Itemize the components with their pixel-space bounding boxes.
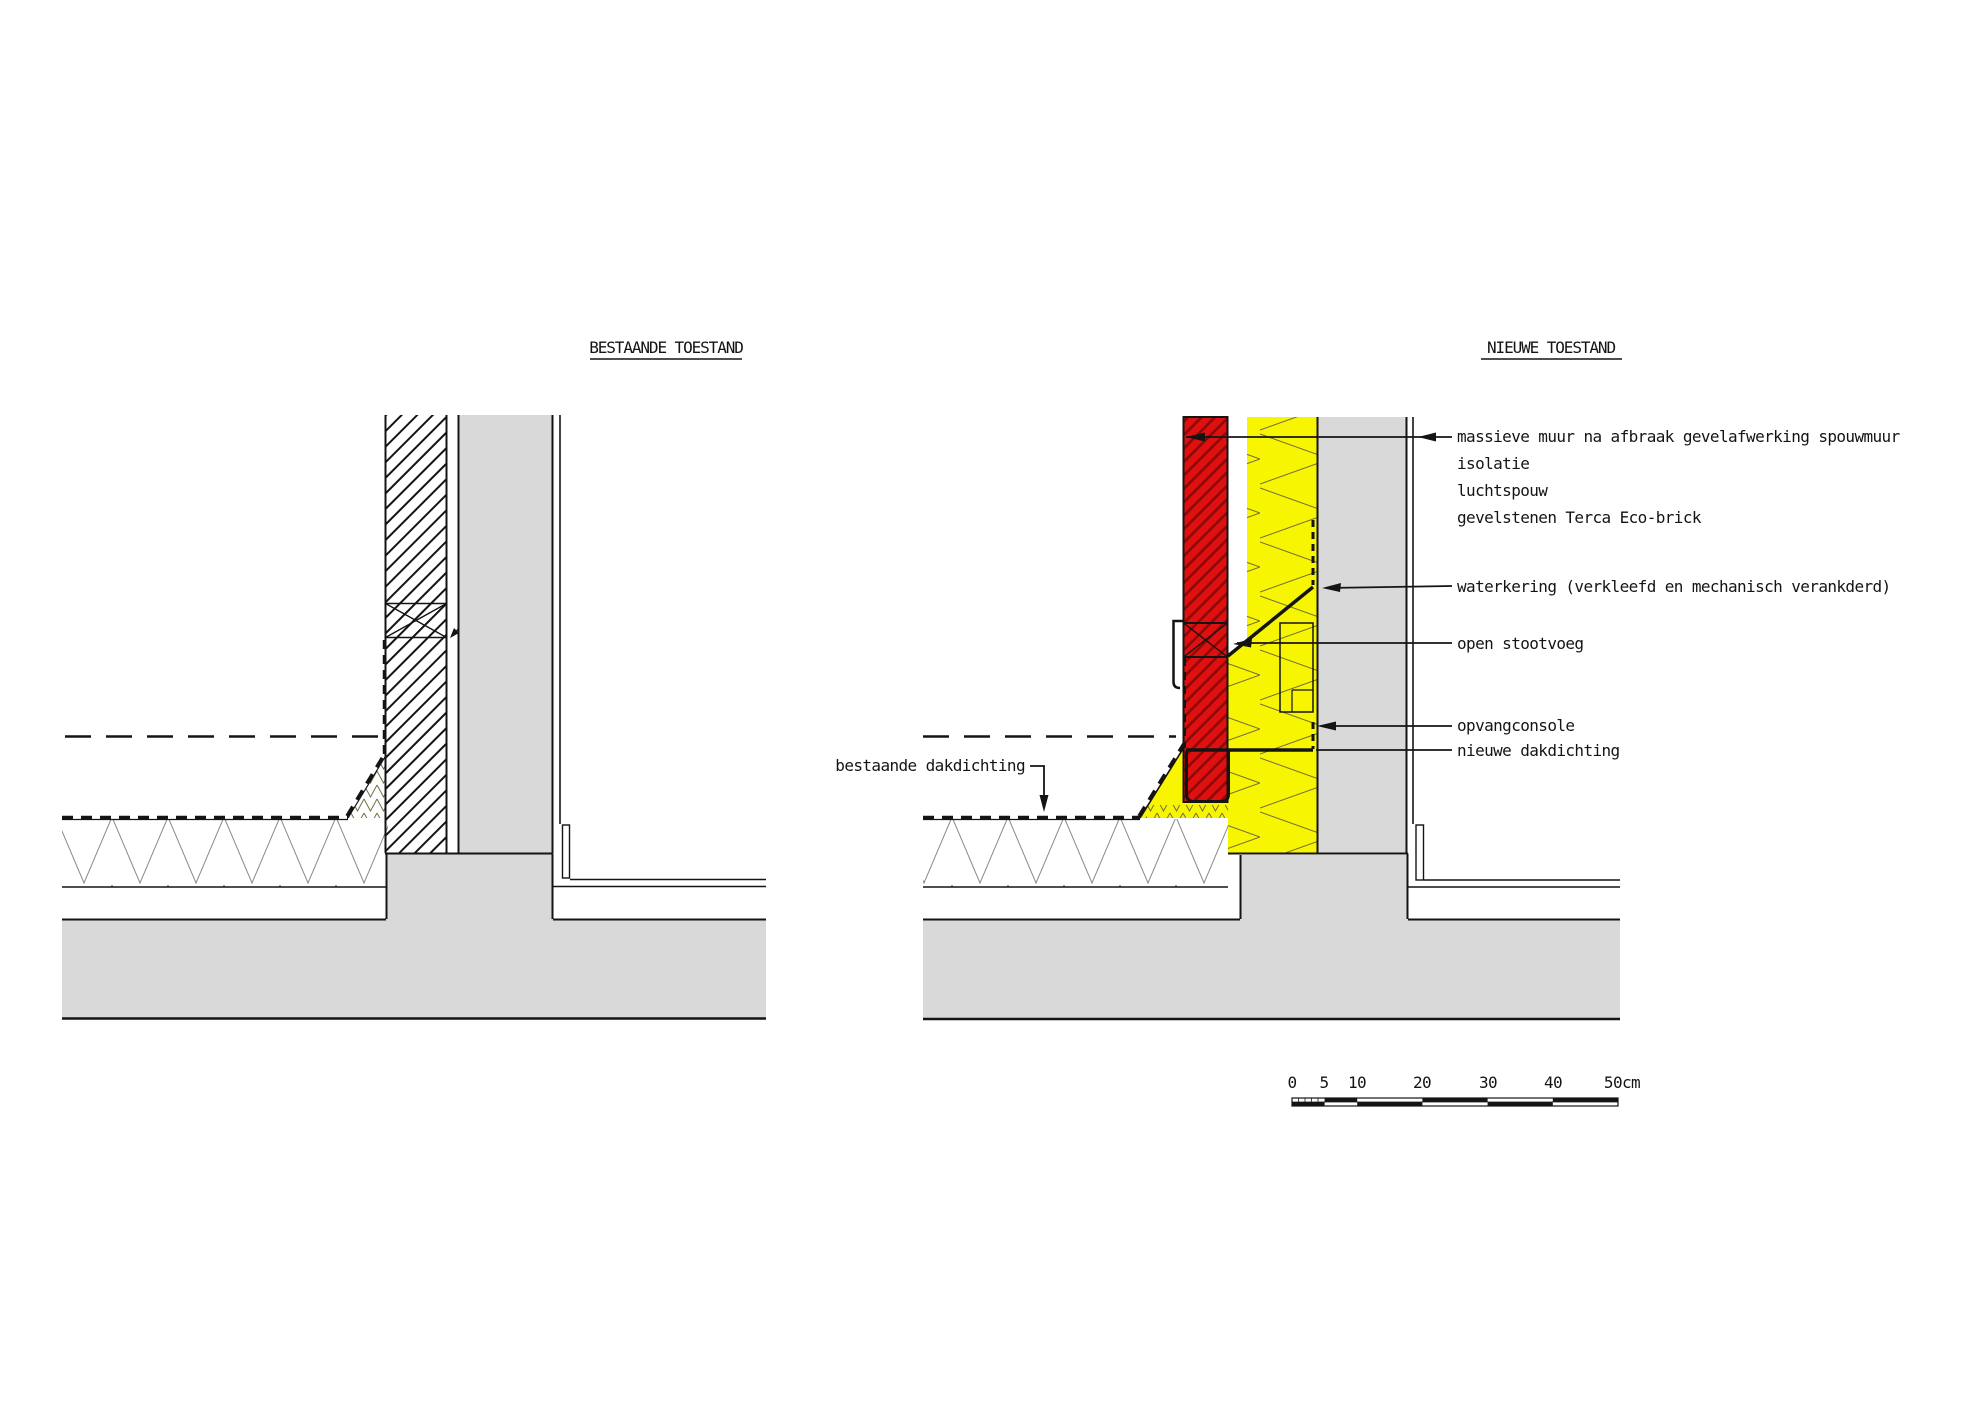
label-nieuwe-dakdichting: nieuwe dakdichting <box>1457 741 1620 760</box>
right-title: NIEUWE TOESTAND <box>1487 338 1615 357</box>
label-waterkering: waterkering (verkleefd en mechanisch ver… <box>1457 577 1891 596</box>
massive-inner-wall <box>1317 417 1407 853</box>
existing-facade-wall <box>385 415 447 853</box>
label-open-stootvoeg: open stootvoeg <box>1457 634 1583 653</box>
wedge-slope-line <box>347 756 386 819</box>
insulation-wedge-hatch <box>1146 805 1228 818</box>
support-console <box>1279 622 1314 713</box>
scale-tick-20: 20 <box>1413 1073 1431 1092</box>
layer-stack-arrowhead-wall <box>1186 432 1205 442</box>
foundation-under-wall <box>386 853 553 919</box>
label-isolatie: isolatie <box>1457 454 1529 473</box>
label-bestaande-dakdichting: bestaande dakdichting <box>835 756 1025 775</box>
scale-tick-0: 0 <box>1287 1073 1296 1092</box>
annotations: massieve muur na afbraak gevelafwerking … <box>835 427 1901 812</box>
label-luchtspouw: luchtspouw <box>1457 481 1548 500</box>
skirting-board <box>1415 824 1425 881</box>
scale-tick-40: 40 <box>1544 1073 1562 1092</box>
cavity-tray-arrowhead <box>450 628 459 638</box>
layer-stack-arrowhead-finish <box>1418 432 1436 442</box>
left-drawing-existing-condition: BESTAANDE TOESTAND <box>62 338 766 1020</box>
wedge-slope-line <box>1139 743 1187 819</box>
scale-tick-50cm: 50cm <box>1604 1073 1640 1092</box>
drip-edge-profile <box>1172 619 1184 690</box>
existing-lintel <box>385 602 447 639</box>
scale-tick-5: 5 <box>1319 1073 1328 1092</box>
waterkering-leader <box>1325 585 1453 589</box>
floor-slab <box>923 919 1620 1019</box>
right-drawing-new-condition: NIEUWE TOESTAND <box>923 338 1622 1021</box>
bestaande-dakdichting-arrowhead <box>1039 795 1049 812</box>
floor-slab <box>62 919 766 1018</box>
new-facing-brick-wall <box>1182 416 1229 803</box>
wedge-slope-dashes <box>345 754 386 817</box>
foundation-under-wall <box>1240 855 1408 919</box>
scale-tick-10: 10 <box>1348 1073 1366 1092</box>
cavity-insulation-fill <box>1228 640 1247 853</box>
new-lintel <box>1183 622 1228 658</box>
wedge-slope-dashes <box>1137 741 1187 817</box>
existing-roof-insulation-band <box>923 819 1228 887</box>
waterkering-arrowhead <box>1322 583 1341 592</box>
label-opvangconsole: opvangconsole <box>1457 716 1574 735</box>
scale-bar: 0 5 10 20 30 40 50cm <box>1287 1073 1641 1107</box>
left-title: BESTAANDE TOESTAND <box>589 338 743 357</box>
open-stootvoeg-arrowhead <box>1233 638 1252 648</box>
bestaande-dakdichting-leader <box>1030 765 1045 802</box>
label-gevelstenen: gevelstenen Terca Eco-brick <box>1457 508 1702 527</box>
scale-tick-30: 30 <box>1479 1073 1497 1092</box>
opvangconsole-arrowhead <box>1317 721 1336 731</box>
existing-roof-insulation-band <box>62 819 388 887</box>
membrane-wrap-under-brick <box>1185 751 1230 803</box>
existing-inner-wall <box>458 415 553 853</box>
label-massieve-muur: massieve muur na afbraak gevelafwerking … <box>1457 427 1901 446</box>
skirting-board <box>561 824 571 879</box>
scale-bar-graphic <box>1291 1097 1619 1107</box>
new-insulation-layer <box>1247 417 1317 853</box>
